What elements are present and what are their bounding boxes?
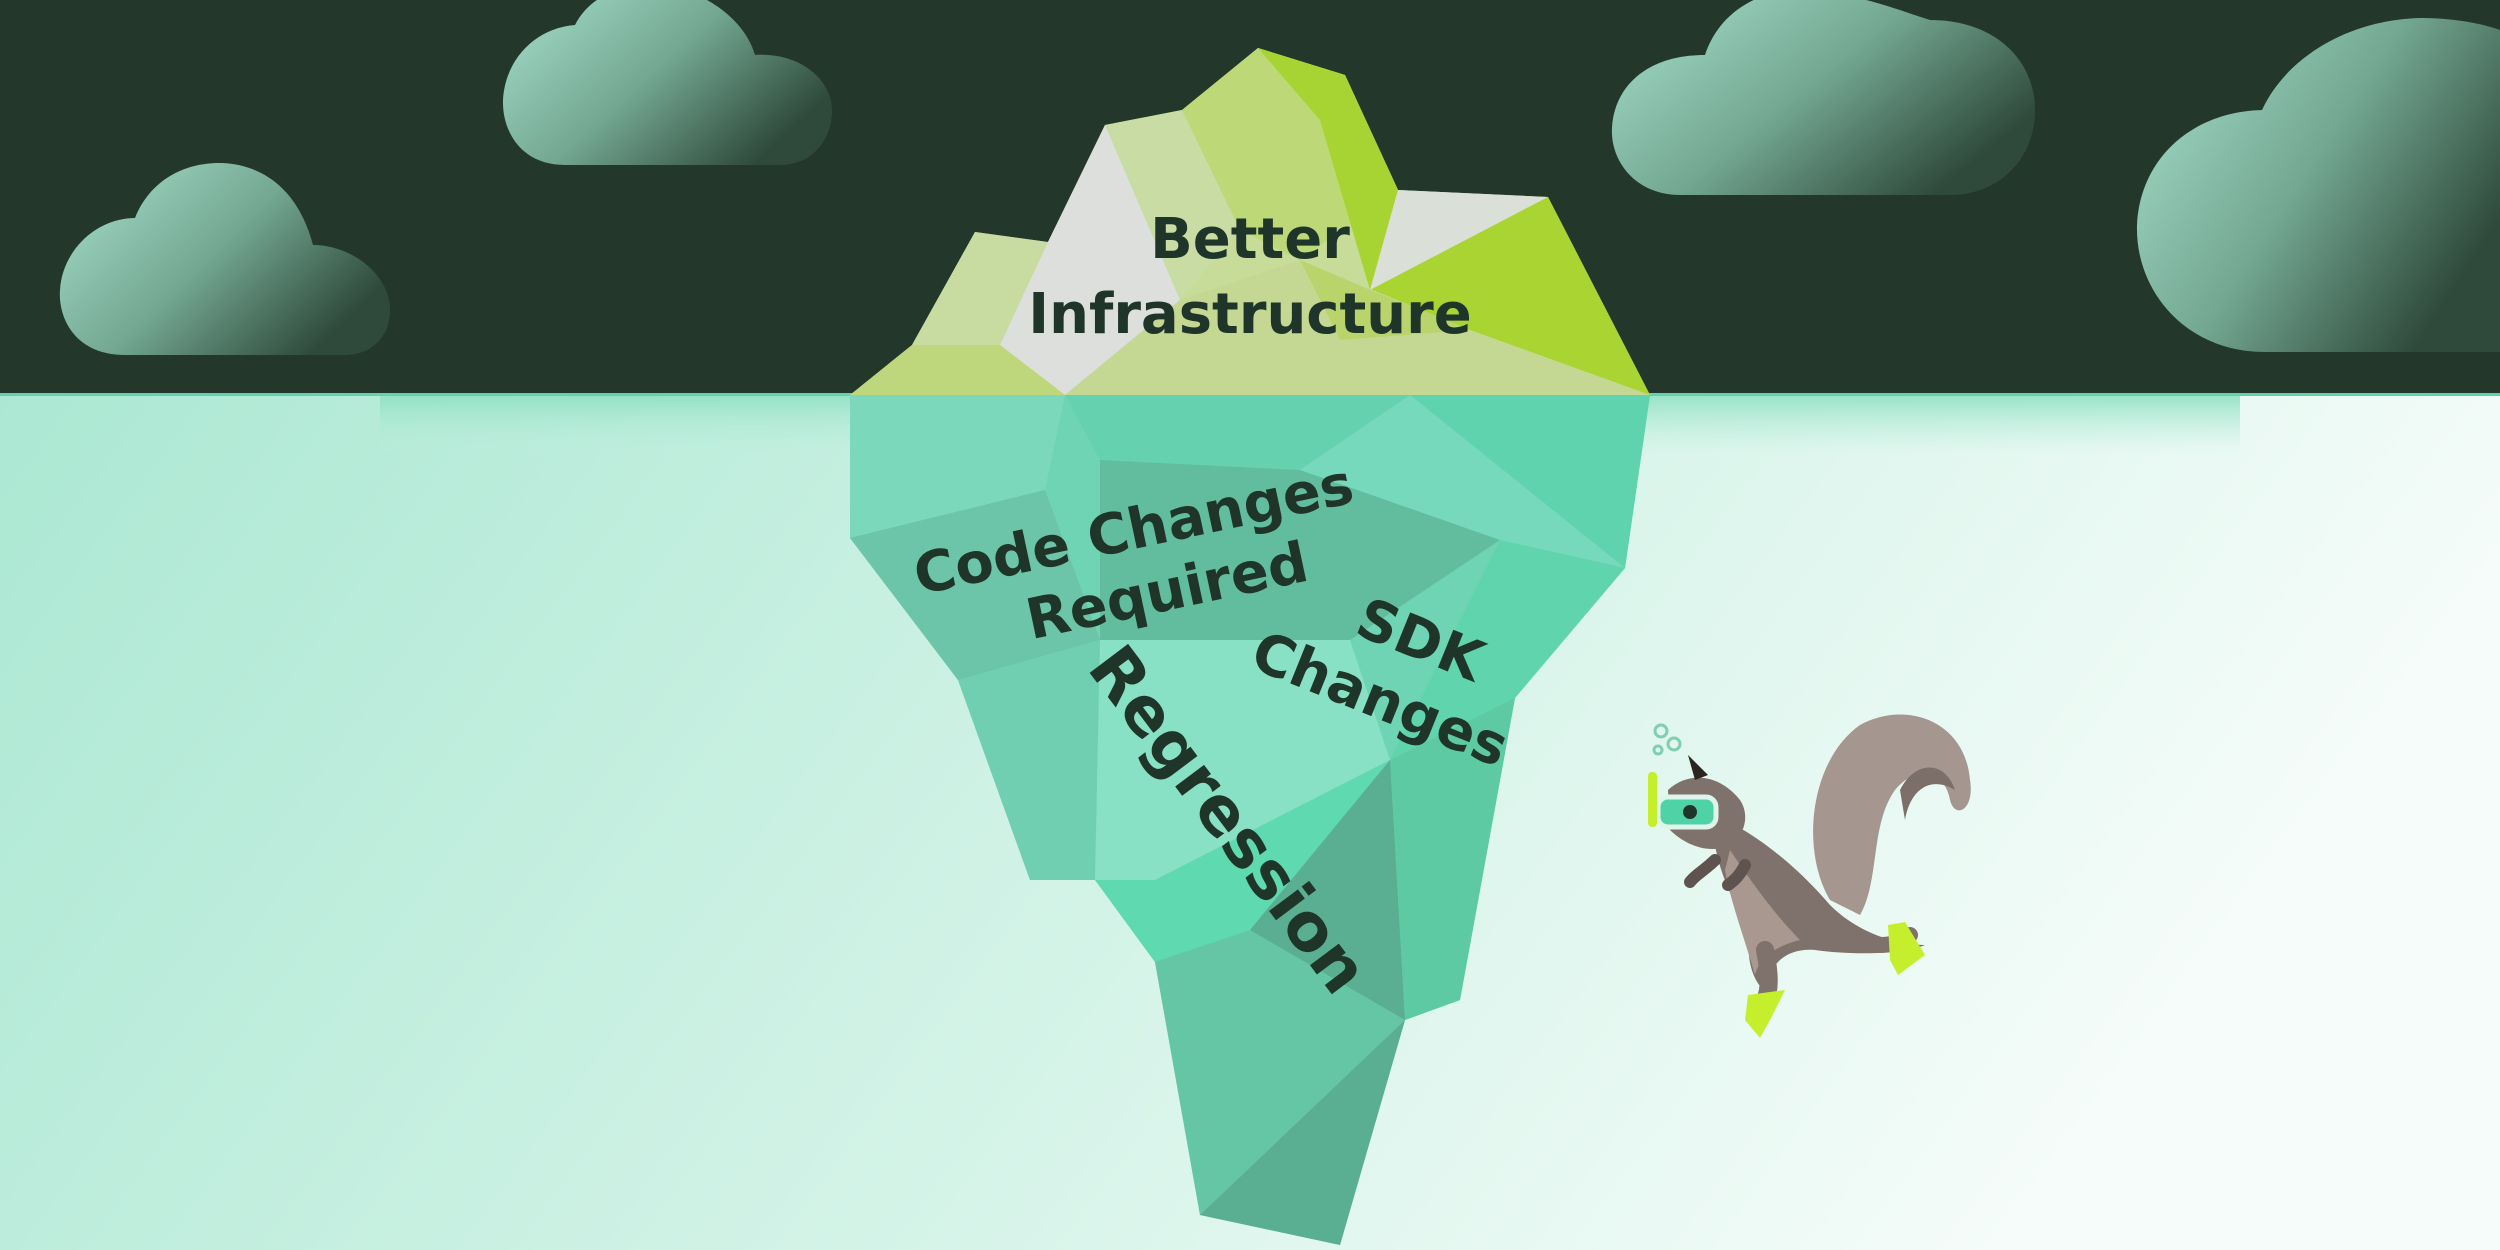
cloud-icon [59,162,391,355]
label-infrastructure: Infrastructure [1028,282,1472,347]
label-better: Better [1150,207,1350,272]
cloud-icon [2136,18,2500,352]
cloud-icon [502,0,832,165]
iceberg-tip [850,48,1650,395]
cloud-icon [1611,0,2035,195]
iceberg-body [850,395,1650,1245]
squirrel-snorkeling-icon [1648,714,1971,1038]
